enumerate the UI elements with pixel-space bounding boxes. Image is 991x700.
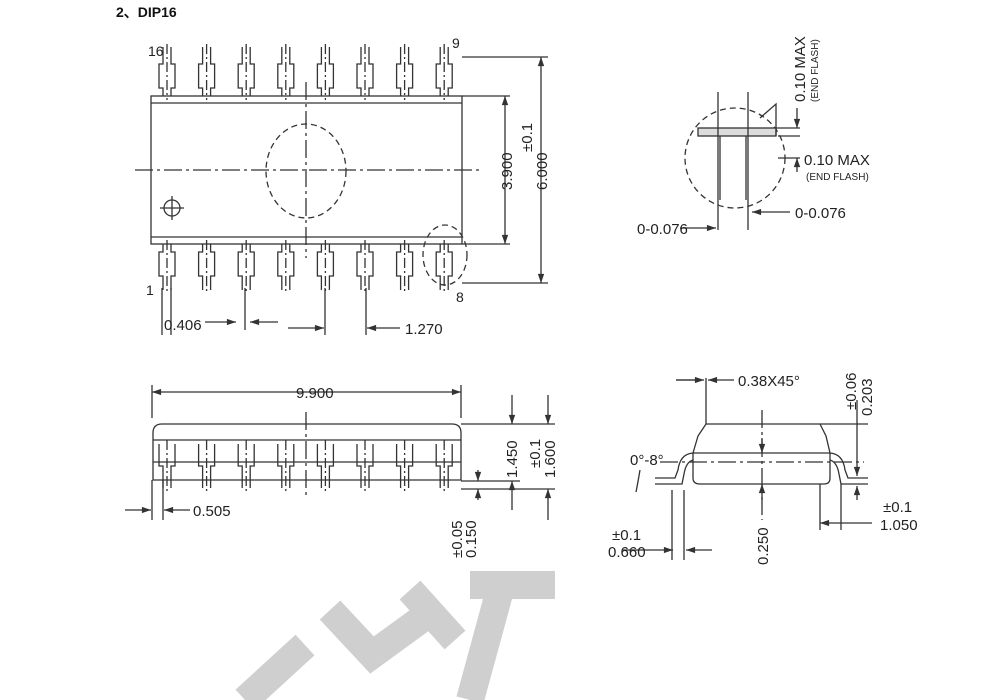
dim-angle: 0°-8°: [630, 452, 664, 469]
pin: [356, 440, 374, 492]
dim-lead-thickness-tol: ±0.06: [843, 373, 860, 410]
pin: [435, 240, 453, 294]
dim-foot-length-tol: ±0.1: [612, 527, 641, 544]
dim-pin-offset: 0.505: [193, 503, 231, 520]
pin: [435, 440, 453, 492]
dim-overall-width: 6.000: [534, 152, 551, 190]
dim-flash-top: 0.10 MAX: [792, 36, 809, 102]
pin: [435, 44, 453, 100]
dim-flash-top-note: (END FLASH): [810, 39, 821, 102]
dim-lead-length: 1.050: [880, 517, 918, 534]
pin: [158, 44, 176, 100]
dim-pin-pitch: 1.270: [405, 321, 443, 338]
pin: [356, 44, 374, 100]
detail-view: [680, 92, 801, 232]
pin: [237, 240, 255, 294]
pin: [316, 240, 335, 294]
pin-label-8: 8: [456, 289, 464, 305]
pin: [197, 240, 216, 294]
dim-overall-tol: ±0.1: [519, 123, 536, 152]
pin: [197, 440, 216, 492]
pin: [197, 44, 216, 100]
side-pin-row: [158, 440, 453, 492]
dim-body-width: 3.900: [499, 152, 516, 190]
dim-body-height: 1.450: [504, 440, 521, 478]
dim-end-standoff: 0.250: [755, 527, 772, 565]
dim-standoff-tol: ±0.05: [449, 521, 466, 558]
pin: [356, 240, 374, 294]
dim-flash-side: 0.10 MAX: [804, 152, 870, 169]
pin: [395, 44, 414, 100]
dim-pin-width: 0.406: [164, 317, 202, 334]
bottom-pin-row: [158, 240, 453, 294]
pin: [158, 440, 176, 492]
marking-ellipse: [265, 123, 347, 219]
dim-gap-left: 0-0.076: [637, 221, 688, 238]
watermark: [235, 571, 555, 700]
top-pin-row: [158, 44, 453, 100]
end-view: [622, 376, 872, 560]
top-view: [135, 44, 548, 335]
pin: [277, 440, 295, 492]
pin: [277, 240, 295, 294]
pin: [237, 440, 255, 492]
pin-label-1: 1: [146, 282, 154, 298]
dim-foot-length: 0.660: [608, 544, 646, 561]
pin: [158, 240, 176, 294]
pin: [395, 240, 414, 294]
side-view: [125, 385, 555, 520]
section-title: 2、DIP16: [116, 4, 177, 20]
dim-flash-side-note: (END FLASH): [806, 172, 869, 183]
dim-lead-thickness: 0.203: [859, 378, 876, 416]
dim-standoff: 0.150: [463, 520, 480, 558]
dim-chamfer: 0.38X45°: [738, 373, 800, 390]
dim-body-length: 9.900: [296, 385, 334, 402]
pin: [277, 44, 295, 100]
detail-circle: [422, 224, 468, 286]
pin-label-9: 9: [452, 35, 460, 51]
pin: [316, 44, 335, 100]
pin: [237, 44, 255, 100]
pin: [316, 440, 335, 492]
dim-total-height: 1.600: [542, 440, 559, 478]
dim-total-height-tol: ±0.1: [527, 439, 544, 468]
pin: [395, 440, 414, 492]
dim-gap-right: 0-0.076: [795, 205, 846, 222]
pin-label-16: 16: [148, 43, 164, 59]
dim-lead-length-tol: ±0.1: [883, 499, 912, 516]
